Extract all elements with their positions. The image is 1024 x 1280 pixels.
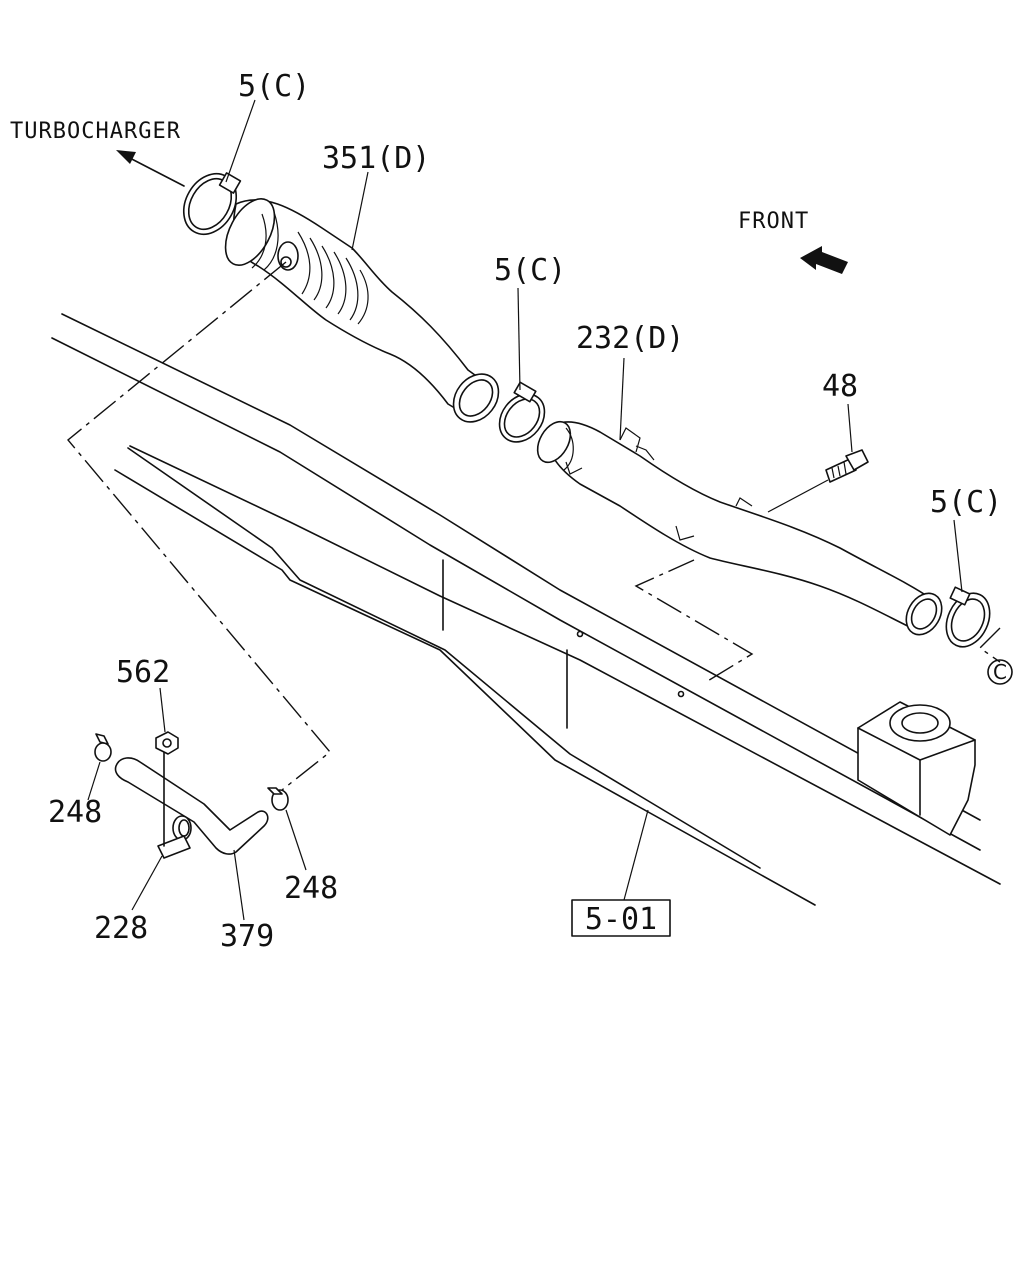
- circle-c-label: C: [993, 660, 1007, 684]
- hose-clamp-right: [945, 586, 991, 648]
- callout-pipe-232: 232(D): [576, 321, 684, 356]
- callout-clamp-right: 5(C): [930, 485, 1002, 520]
- callout-clip-248-right: 248: [284, 871, 338, 906]
- air-pipe-232: [536, 420, 943, 636]
- clip-248-left: [94, 733, 112, 762]
- bracket-228: [157, 745, 191, 859]
- callout-hose-379: 379: [220, 919, 274, 954]
- front-arrow-icon: [800, 246, 848, 274]
- bolt-48: [825, 449, 869, 483]
- reference-lines: [67, 261, 1001, 791]
- callout-duct-351: 351(D): [322, 141, 430, 176]
- callout-clamp-mid: 5(C): [494, 253, 566, 288]
- nut-562: [155, 731, 179, 755]
- turbocharger-label: TURBOCHARGER: [10, 119, 181, 144]
- intake-duct-351: [224, 198, 500, 423]
- clip-248-right: [267, 787, 289, 811]
- turbocharger-arrow: [116, 150, 185, 187]
- front-label: FRONT: [738, 209, 809, 234]
- callout-bolt-48: 48: [822, 369, 858, 404]
- circle-c-marker: C: [987, 659, 1013, 685]
- frame-box: [857, 701, 976, 836]
- frame-rail-upper: [51, 313, 1001, 885]
- reference-5-01-label: 5-01: [585, 902, 657, 937]
- hose-clamp-mid: [498, 381, 546, 443]
- callout-clamp-top: 5(C): [238, 69, 310, 104]
- callout-nut-562: 562: [116, 655, 170, 690]
- frame-rail-lower: [114, 447, 816, 906]
- reference-5-01-box: 5-01: [571, 899, 671, 937]
- vacuum-hose-379: [114, 757, 269, 855]
- callout-bracket-228: 228: [94, 911, 148, 946]
- leader-lines: [87, 99, 963, 921]
- callout-clip-248-left: 248: [48, 795, 102, 830]
- hose-clamp-top: [182, 172, 242, 235]
